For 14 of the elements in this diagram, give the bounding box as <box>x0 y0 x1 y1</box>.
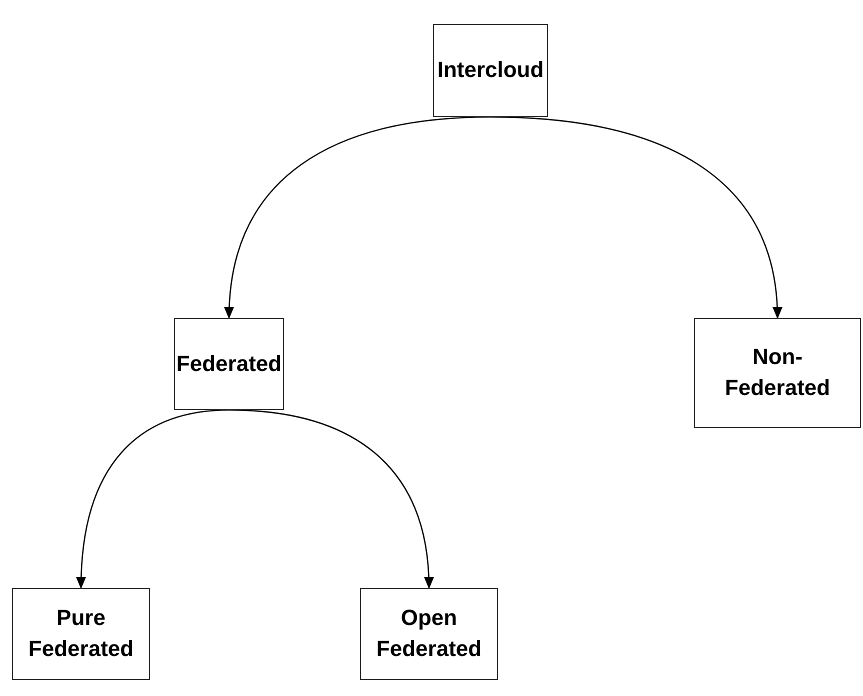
box-label: Open Federated <box>375 604 483 663</box>
category-box <box>360 588 498 680</box>
box-label: Pure Federated <box>27 604 135 663</box>
arrow <box>228 409 434 589</box>
box-label: Federated <box>175 350 283 378</box>
category-box <box>174 318 284 410</box>
category-box <box>433 24 548 117</box>
arrow <box>76 409 230 589</box>
category-box <box>694 318 861 428</box>
arrow <box>224 116 491 319</box>
category-box <box>12 588 150 680</box>
box-label: Intercloud <box>436 56 545 84</box>
arrow <box>490 116 782 319</box>
box-label: Non- Federated <box>724 343 832 402</box>
